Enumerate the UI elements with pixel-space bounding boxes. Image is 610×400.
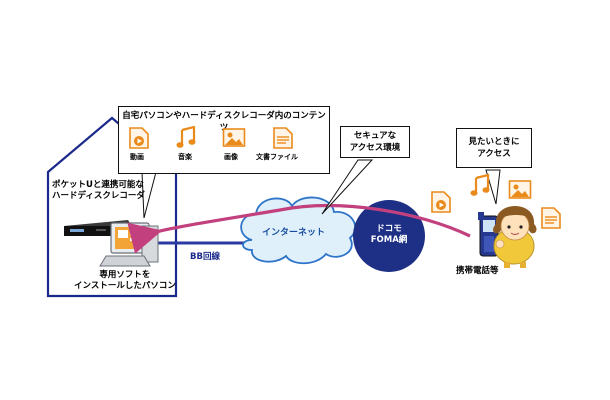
- access-callout-pointer: [485, 169, 501, 205]
- document-file-icon-mobile: [541, 207, 561, 229]
- secure-callout-pointer: [321, 159, 374, 215]
- internet-cloud: [240, 196, 356, 265]
- girl-character-icon: [493, 206, 537, 268]
- hdd-recorder-label: ポケットUと連携可能な ハードディスクレコーダ: [52, 180, 145, 201]
- foma-label: ドコモ FOMA網: [370, 224, 408, 245]
- video-label: 動画: [130, 153, 144, 161]
- contents-callout-title: 自宅パソコンやハードディスクレコーダ内のコンテンツ: [122, 111, 326, 133]
- access-arrow: [127, 204, 471, 254]
- image-file-icon: [222, 128, 246, 147]
- document-file-icon: [273, 127, 293, 149]
- internet-label: インターネット: [262, 228, 326, 238]
- foma-network-circle: [353, 200, 425, 272]
- mobile-label: 携帯電話等: [456, 266, 499, 276]
- music-label: 音楽: [178, 153, 192, 161]
- bb-line-label: BB回線: [190, 252, 220, 262]
- video-file-icon: [129, 127, 149, 149]
- music-note-icon: [176, 126, 196, 148]
- secure-access-callout: セキュアな アクセス環境: [340, 126, 410, 158]
- music-note-icon-mobile: [470, 174, 490, 196]
- access-when-want-callout: 見たいときに アクセス: [456, 128, 532, 168]
- image-file-icon-mobile: [508, 180, 532, 199]
- house-outline: [46, 116, 178, 298]
- video-file-icon-mobile: [431, 191, 451, 213]
- document-label: 文書ファイル: [256, 153, 298, 161]
- pc-label: 専用ソフトを インストールしたパソコン: [74, 270, 176, 291]
- image-label: 画像: [224, 153, 238, 161]
